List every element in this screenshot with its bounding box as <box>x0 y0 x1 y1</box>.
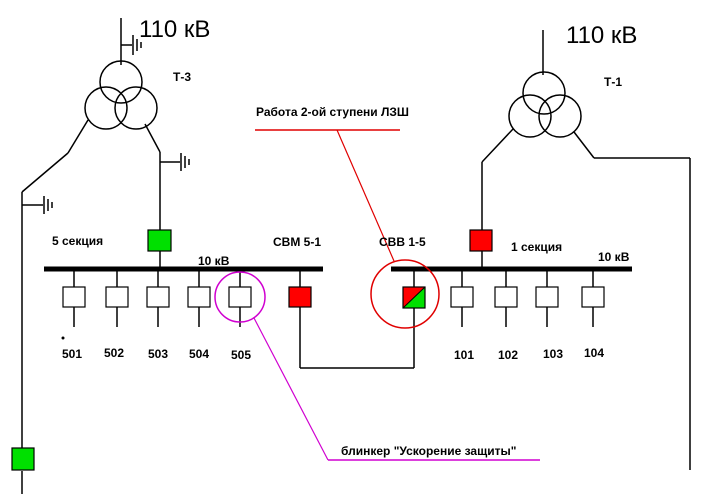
feeder-breaker-501 <box>62 286 86 308</box>
breaker-left-line <box>11 447 35 471</box>
feeder-label-102: 102 <box>498 348 518 362</box>
feeder-label-504: 504 <box>189 347 209 361</box>
annotation-red-leader <box>336 129 395 262</box>
breaker-t3-input <box>147 229 172 252</box>
feeder-breaker-503 <box>146 286 170 308</box>
bus-voltage-right: 10 кВ <box>598 250 630 264</box>
feeders-right <box>450 269 605 327</box>
highlight-circle-505 <box>214 271 266 323</box>
breaker-t1-input <box>469 229 493 252</box>
bus-voltage-left: 10 кВ <box>198 254 230 268</box>
voltage-label-right: 110 кВ <box>566 22 637 49</box>
transformer-label-t1: Т-1 <box>604 75 622 89</box>
annotation-magenta-text: блинкер "Ускорение защиты" <box>341 444 516 458</box>
feeder-breaker-505 <box>228 286 252 308</box>
feeder-label-501: 501 <box>62 347 82 361</box>
feeder-label-505: 505 <box>231 348 251 362</box>
feeder-label-103: 103 <box>543 347 563 361</box>
transformer-t1 <box>481 30 691 470</box>
annotation-red-text: Работа 2-ой ступени ЛЗШ <box>256 105 409 119</box>
feeder-breaker-101 <box>450 286 474 308</box>
feeder-label-104: 104 <box>584 346 604 360</box>
feeder-breaker-504 <box>187 286 211 308</box>
feeder-breaker-103 <box>535 286 559 308</box>
feeder-label-502: 502 <box>104 346 124 360</box>
coupler-label-svm: СВМ 5-1 <box>273 235 321 249</box>
feeder-breaker-502 <box>105 286 129 308</box>
transformer-label-t3: Т-3 <box>173 70 191 84</box>
transformer-t3 <box>21 18 190 494</box>
feeder-breaker-104 <box>581 286 605 308</box>
voltage-label-left: 110 кВ <box>139 16 210 43</box>
highlight-circle-svv <box>370 259 440 329</box>
feeder-label-503: 503 <box>148 347 168 361</box>
section-label-5: 5 секция <box>52 234 103 248</box>
annotation-magenta-leader <box>253 317 329 461</box>
breaker-svv-1-5 <box>402 286 426 309</box>
feeder-label-101: 101 <box>454 348 474 362</box>
feeder-breaker-102 <box>494 286 518 308</box>
section-label-1: 1 секция <box>511 240 562 254</box>
coupler-label-svv: СВВ 1-5 <box>379 235 426 249</box>
breaker-svm-5-1 <box>288 286 312 308</box>
feeders-left <box>61 269 252 340</box>
